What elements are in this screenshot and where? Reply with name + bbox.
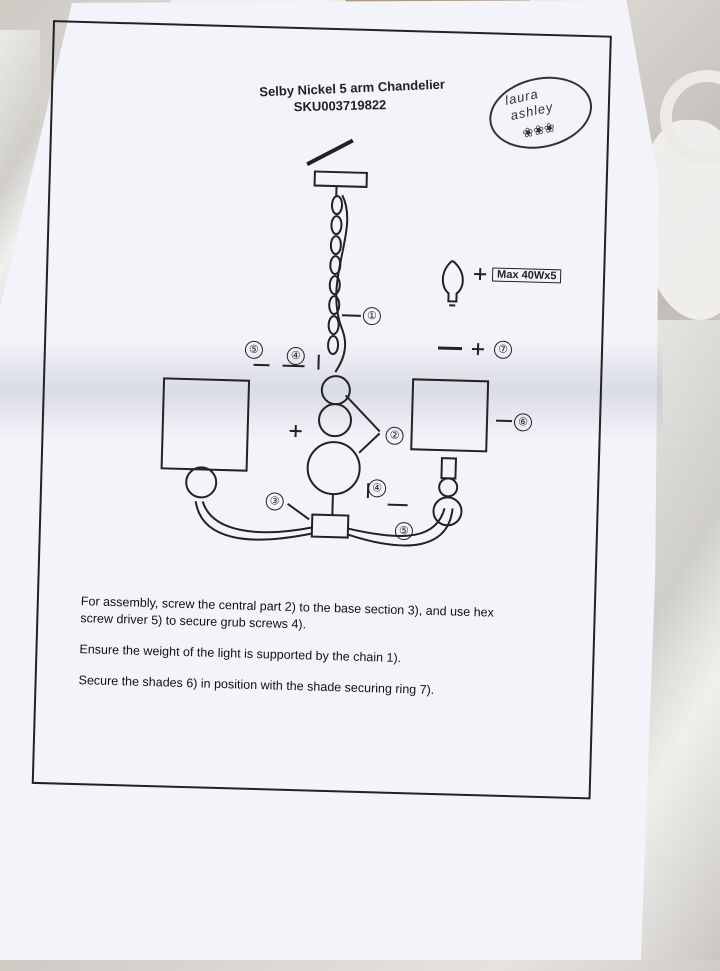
assembly-instructions: For assembly, screw the central part 2) …	[78, 593, 550, 702]
right-arm	[409, 379, 488, 526]
ceiling-bracket	[306, 139, 368, 197]
bulb-icon	[442, 261, 463, 306]
left-arm	[161, 378, 249, 498]
chain	[327, 195, 349, 372]
central-column	[306, 375, 362, 515]
base-section	[195, 501, 453, 547]
bulb-spec-label: Max 40Wx5	[492, 267, 562, 283]
